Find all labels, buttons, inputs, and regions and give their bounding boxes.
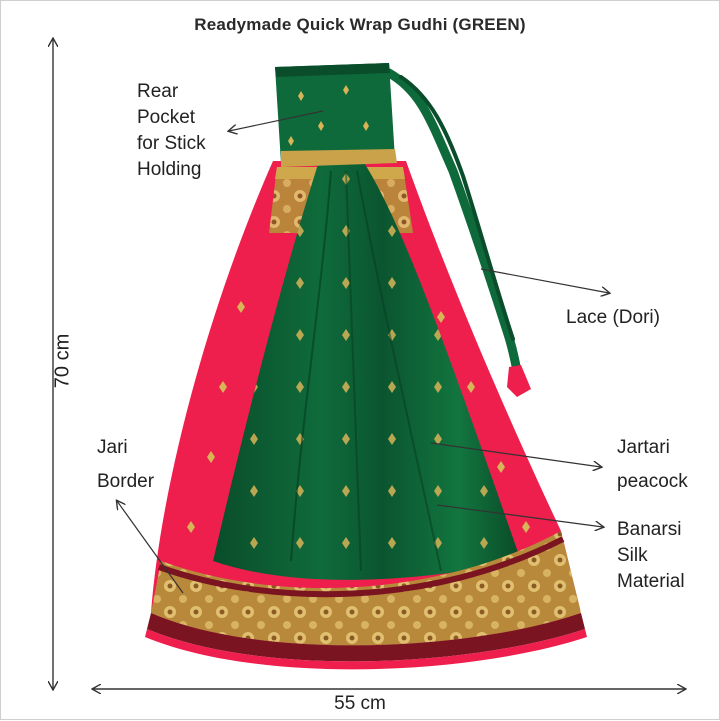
jartari-arrow [430,442,601,467]
banarsi-silk-label: Banarsi Silk Material [617,519,685,592]
jari-border-arrow [117,501,184,594]
lace-label: Lace (Dori) [566,307,660,328]
jartari-peacock-label: Jartari peacock [617,437,688,492]
product-title: Readymade Quick Wrap Gudhi (GREEN) [194,15,526,34]
lace-dori [384,68,531,397]
jari-border [145,531,587,670]
rear-pocket-arrow [229,110,324,131]
skirt-green-pleats [213,161,521,580]
width-label: 55 cm [334,693,386,714]
jari-border-label: Jari Border [97,437,155,492]
height-label: 70 cm [51,333,74,389]
pink-motifs [187,301,530,533]
lace-arrow [480,268,609,293]
rear-pocket-label: Rear Pocket for Stick Holding [137,81,206,180]
banarsi-arrow [436,504,603,527]
rear-pocket [275,63,397,167]
